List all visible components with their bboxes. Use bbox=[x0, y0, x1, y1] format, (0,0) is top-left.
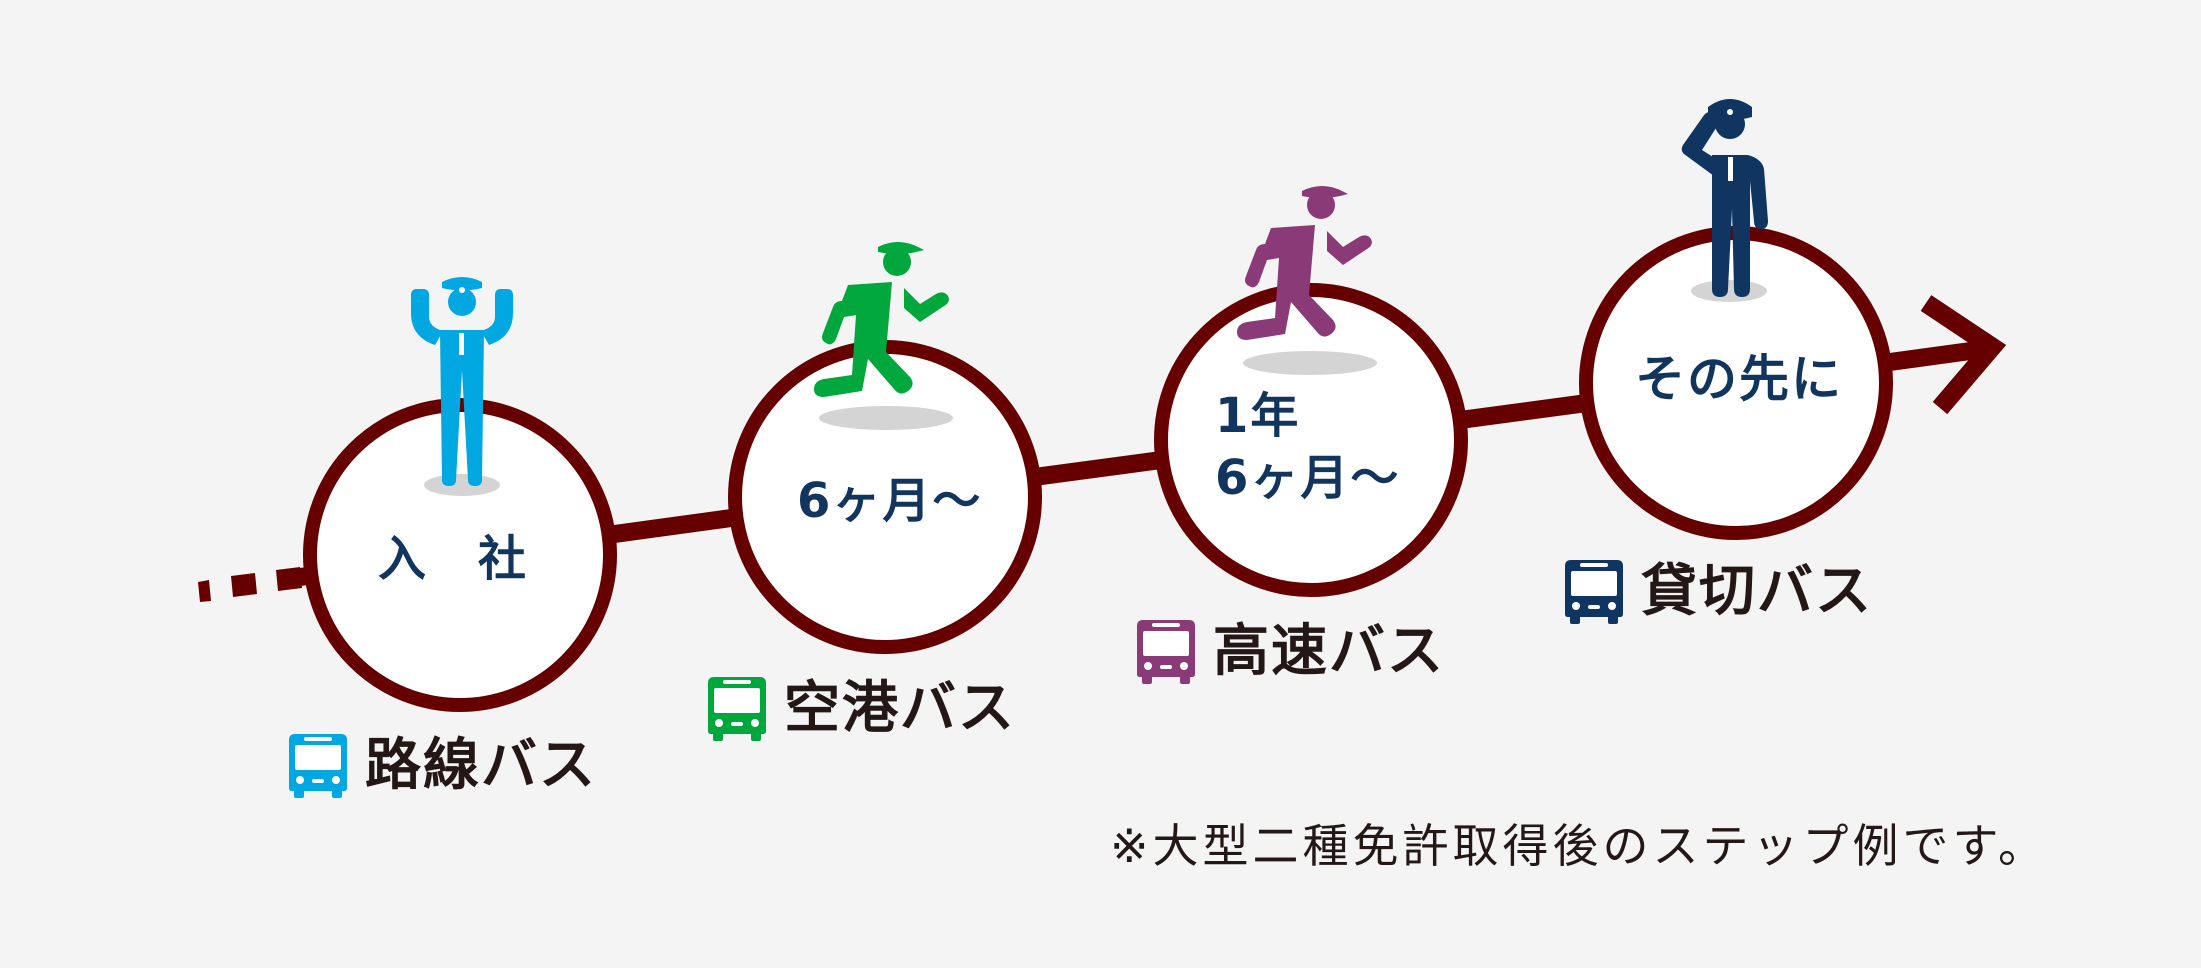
footnote: ※大型二種免許取得後のステップ例です。 bbox=[1110, 819, 2048, 873]
bus-icon bbox=[1565, 560, 1623, 624]
step-label-route-bus: 路線バス bbox=[289, 734, 597, 798]
step-circle-one-year-line2: 6ヶ月〜 bbox=[1215, 450, 1401, 506]
driver-running-icon bbox=[814, 242, 949, 397]
arrow-head-icon bbox=[1920, 295, 2007, 415]
bus-icon bbox=[708, 677, 766, 741]
track-dashes bbox=[198, 567, 302, 602]
step-circle-six-months-text: 6ヶ月〜 bbox=[797, 473, 983, 529]
bus-icon bbox=[289, 734, 347, 798]
driver-running-icon bbox=[1237, 186, 1372, 340]
step-circle-beyond-text: その先に bbox=[1635, 350, 1843, 408]
driver-saluting-icon bbox=[1681, 99, 1768, 297]
step-label-airport-bus: 空港バス bbox=[708, 677, 1016, 741]
step-label-text: 貸切バス bbox=[1641, 559, 1873, 624]
driver-arms-raised-icon bbox=[411, 277, 513, 486]
step-label-charter-bus: 貸切バス bbox=[1565, 560, 1873, 624]
step-label-text: 路線バス bbox=[365, 733, 597, 798]
step-label-highway-bus: 高速バス bbox=[1137, 620, 1445, 684]
step-circle-one-year-six-months bbox=[1154, 283, 1468, 597]
step-circles bbox=[303, 226, 1893, 712]
step-circle-entry-text: 入 社 bbox=[378, 531, 529, 587]
step-label-text: 空港バス bbox=[784, 676, 1016, 741]
bus-icon bbox=[1137, 620, 1195, 684]
step-label-text: 高速バス bbox=[1213, 619, 1445, 684]
step-circle-one-year-line1: 1年 bbox=[1215, 388, 1301, 444]
